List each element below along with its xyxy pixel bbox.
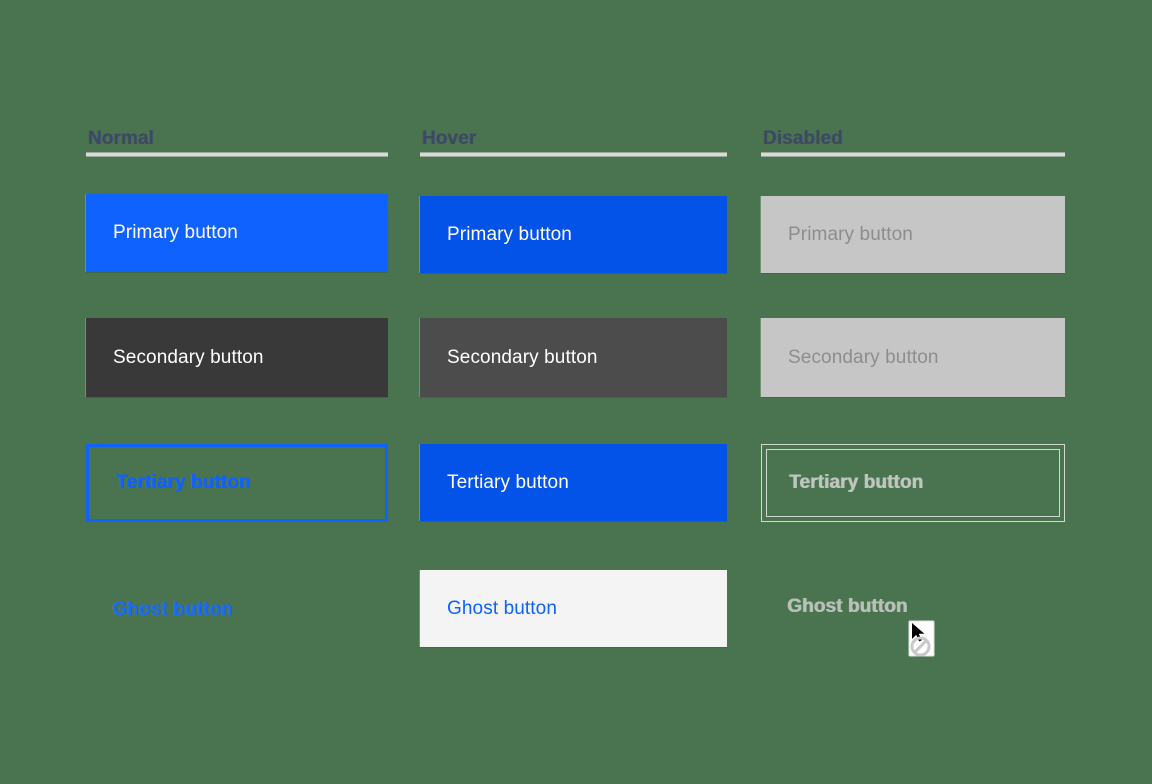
column-header-normal: Normal — [86, 128, 388, 168]
ghost-button-normal[interactable]: Ghost button — [86, 582, 388, 637]
secondary-button-disabled-label: Secondary button — [788, 346, 939, 368]
primary-button-normal-label: Primary button — [113, 222, 238, 243]
ghost-button-disabled: Ghost button — [761, 582, 1065, 632]
primary-button-disabled-label: Primary button — [788, 223, 913, 245]
tertiary-button-disabled-label: Tertiary button — [789, 472, 924, 493]
primary-button-hover-label: Primary button — [447, 223, 572, 245]
tertiary-button-disabled: Tertiary button — [761, 444, 1065, 522]
column-header-hover: Hover — [420, 128, 727, 168]
secondary-button-hover-label: Secondary button — [447, 346, 598, 368]
primary-button-hover[interactable]: Primary button — [420, 196, 727, 273]
tertiary-button-normal[interactable]: Tertiary button — [86, 444, 388, 522]
tertiary-button-hover-label: Tertiary button — [447, 471, 569, 493]
ghost-button-hover[interactable]: Ghost button — [420, 570, 727, 647]
primary-button-normal[interactable]: Primary button — [86, 194, 388, 272]
ghost-button-disabled-label: Ghost button — [787, 596, 908, 617]
column-header-hover-label: Hover — [422, 128, 477, 149]
tertiary-button-hover[interactable]: Tertiary button — [420, 444, 727, 521]
column-header-hover-rule — [420, 152, 727, 157]
tertiary-button-normal-label: Tertiary button — [116, 472, 251, 493]
primary-button-disabled: Primary button — [761, 196, 1065, 273]
secondary-button-hover[interactable]: Secondary button — [420, 318, 727, 397]
ghost-button-hover-label: Ghost button — [447, 597, 557, 619]
secondary-button-normal[interactable]: Secondary button — [86, 318, 388, 397]
secondary-button-disabled: Secondary button — [761, 318, 1065, 397]
secondary-button-normal-label: Secondary button — [113, 346, 264, 368]
column-header-disabled-label: Disabled — [763, 128, 843, 149]
column-header-normal-rule — [86, 152, 388, 157]
ghost-button-normal-label: Ghost button — [112, 598, 233, 620]
column-header-disabled: Disabled — [761, 128, 1065, 168]
column-header-normal-label: Normal — [88, 128, 155, 149]
column-header-disabled-rule — [761, 152, 1065, 157]
